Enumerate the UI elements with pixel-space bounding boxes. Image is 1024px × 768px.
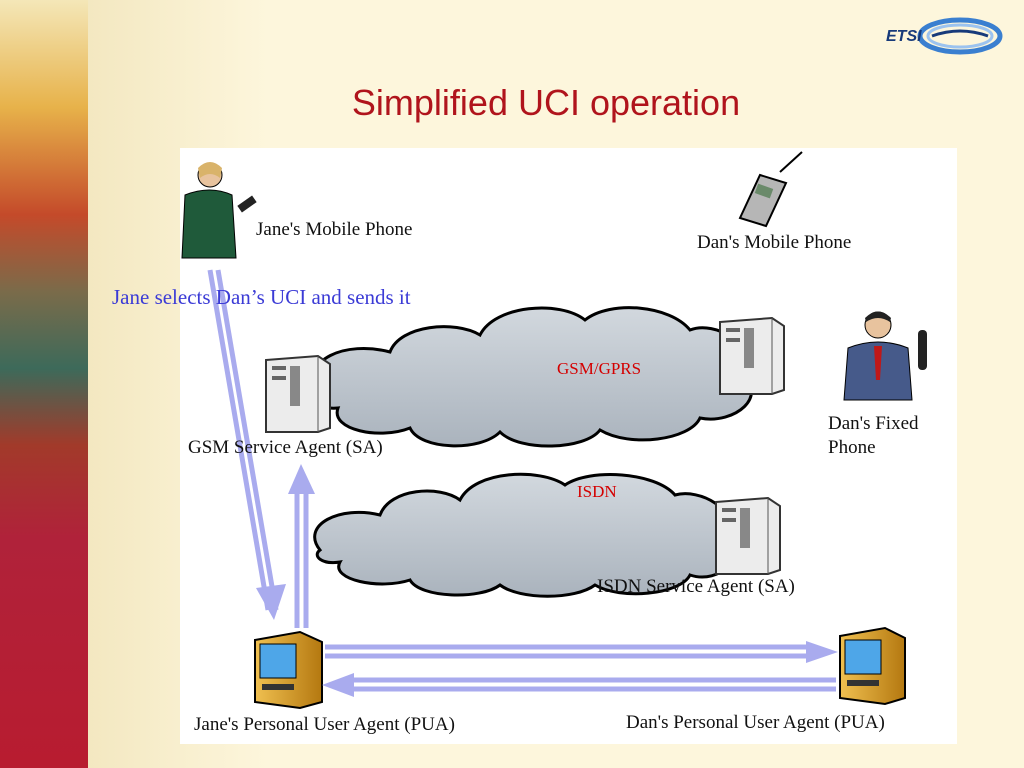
isdn-service-agent-label: ISDN Service Agent (SA)	[597, 576, 795, 597]
isdn-sa-server-icon	[715, 496, 781, 575]
dan-mobile-phone-label: Dan's Mobile Phone	[697, 232, 852, 253]
gsm-cloud	[312, 306, 753, 448]
dan-pua-computer-icon	[839, 626, 906, 706]
jane-pua-computer-icon	[254, 630, 323, 710]
dan-fixed-phone-label: Dan's Fixed Phone	[828, 413, 919, 458]
decorative-sidebar	[0, 0, 88, 768]
logo-text: ETSI	[886, 28, 922, 45]
jane-mobile-phone-label: Jane's Mobile Phone	[256, 219, 413, 240]
jane-person-icon	[181, 162, 257, 259]
gsm-service-agent-label: GSM Service Agent (SA)	[188, 437, 383, 458]
arrow-pua-to-gsm-sa	[288, 464, 315, 628]
arrow-dan-pua-to-jane-pua	[322, 673, 836, 697]
dan-fixed-phone-person-icon	[843, 311, 927, 401]
gsm-gprs-network-label: GSM/GPRS	[557, 359, 642, 378]
jane-pua-label: Jane's Personal User Agent (PUA)	[194, 714, 455, 735]
gsm-gprs-server-icon	[719, 316, 785, 395]
dan-mobile-phone-icon	[738, 151, 803, 228]
isdn-network-label: ISDN	[577, 482, 617, 501]
etsi-logo: ETSI	[884, 14, 1006, 58]
step-caption: Jane selects Dan’s UCI and sends it	[112, 285, 411, 309]
gsm-sa-server-icon	[265, 354, 331, 433]
arrow-jane-pua-to-dan-pua	[325, 641, 838, 663]
dan-pua-label: Dan's Personal User Agent (PUA)	[626, 712, 885, 733]
slide-title: Simplified UCI operation	[351, 82, 741, 123]
arrow-jane-phone-to-pua	[207, 269, 286, 620]
